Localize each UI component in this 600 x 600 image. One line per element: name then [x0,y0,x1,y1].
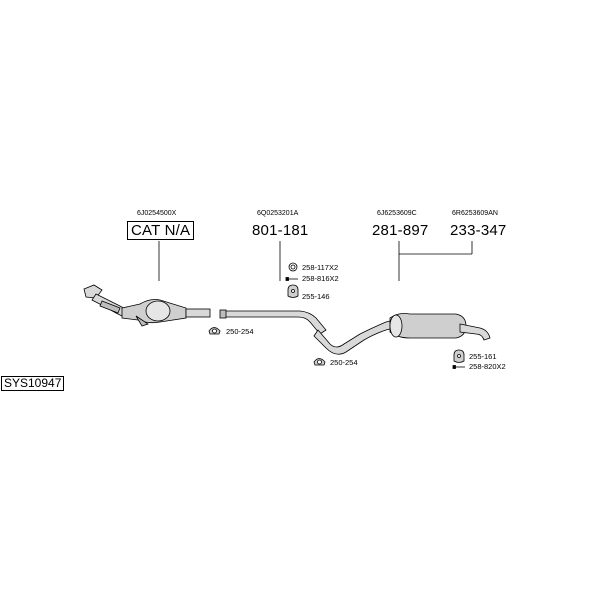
oem-number-cat: 6J0254500X [137,210,177,217]
oem-number-rear-silencer: 6J6253609C [377,210,417,217]
accessory-label-gasket[interactable]: 258-117X2 [302,263,339,272]
part-number-middle-pipe[interactable]: 801-181 [252,222,309,239]
accessory-label-clamp-front[interactable]: 250-254 [226,327,254,336]
bolt-icon [452,365,465,369]
bolt-icon [285,277,298,281]
accessory-label-bolt[interactable]: 258-816X2 [302,274,339,283]
accessory-label-bolt-rear[interactable]: 258-820X2 [469,362,506,371]
rear-silencer [313,313,491,355]
accessory-label-clamp-rear[interactable]: 250-254 [330,358,358,367]
ring-gasket-icon [288,262,298,272]
part-number-cat[interactable]: CAT N/A [127,221,195,240]
front-downpipe [83,284,131,319]
accessory-label-hanger[interactable]: 255-146 [302,292,330,301]
catalytic-converter [121,299,211,327]
oem-number-middle-pipe: 6Q0253201A [257,210,299,217]
system-code: SYS10947 [1,376,65,391]
clamp-icon [313,358,326,366]
rubber-hanger-icon [287,284,299,298]
part-number-rear-silencer[interactable]: 281-897 [372,222,429,239]
oem-number-rear-alt: 6R6253609AN [452,210,498,217]
rubber-hanger-icon [453,349,465,363]
clamp-icon [208,327,221,335]
accessory-label-hanger-rear[interactable]: 255-161 [469,352,497,361]
part-number-rear-alt[interactable]: 233-347 [450,222,507,239]
